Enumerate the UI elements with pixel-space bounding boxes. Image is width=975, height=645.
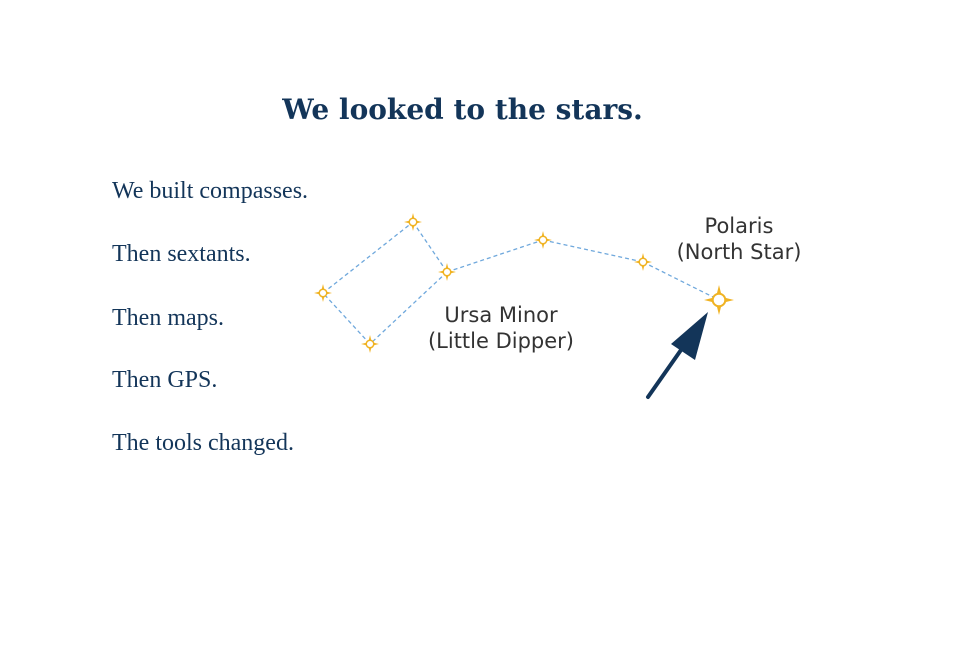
list-item-gps: Then GPS.	[112, 367, 218, 393]
star-icon	[404, 213, 422, 231]
constellation-line	[542, 239, 644, 263]
star-icon	[361, 335, 379, 353]
star-icon	[534, 231, 552, 249]
star-icon	[438, 263, 456, 281]
constellation-stars	[314, 213, 734, 353]
constellation-lines	[322, 221, 720, 345]
constellation-line	[642, 261, 720, 301]
arrow-icon	[646, 312, 708, 399]
list-item-maps: Then maps.	[112, 305, 224, 331]
constellation-line	[322, 221, 414, 294]
polaris-label: Polaris	[705, 214, 774, 238]
list-item-tools-changed: The tools changed.	[112, 430, 294, 456]
constellation-line	[369, 271, 448, 345]
star-icon	[634, 253, 652, 271]
list-item-compasses: We built compasses.	[112, 178, 309, 204]
constellation-subname: (Little Dipper)	[428, 329, 574, 353]
constellation-line	[446, 239, 544, 273]
constellation-line	[412, 221, 448, 273]
polaris-sublabel: (North Star)	[677, 240, 802, 264]
constellation-line	[322, 292, 371, 345]
constellation-name: Ursa Minor	[444, 303, 558, 327]
polaris-star-icon	[704, 285, 734, 315]
star-icon	[314, 284, 332, 302]
list-item-sextants: Then sextants.	[112, 241, 251, 267]
page-title: We looked to the stars.	[282, 93, 643, 126]
